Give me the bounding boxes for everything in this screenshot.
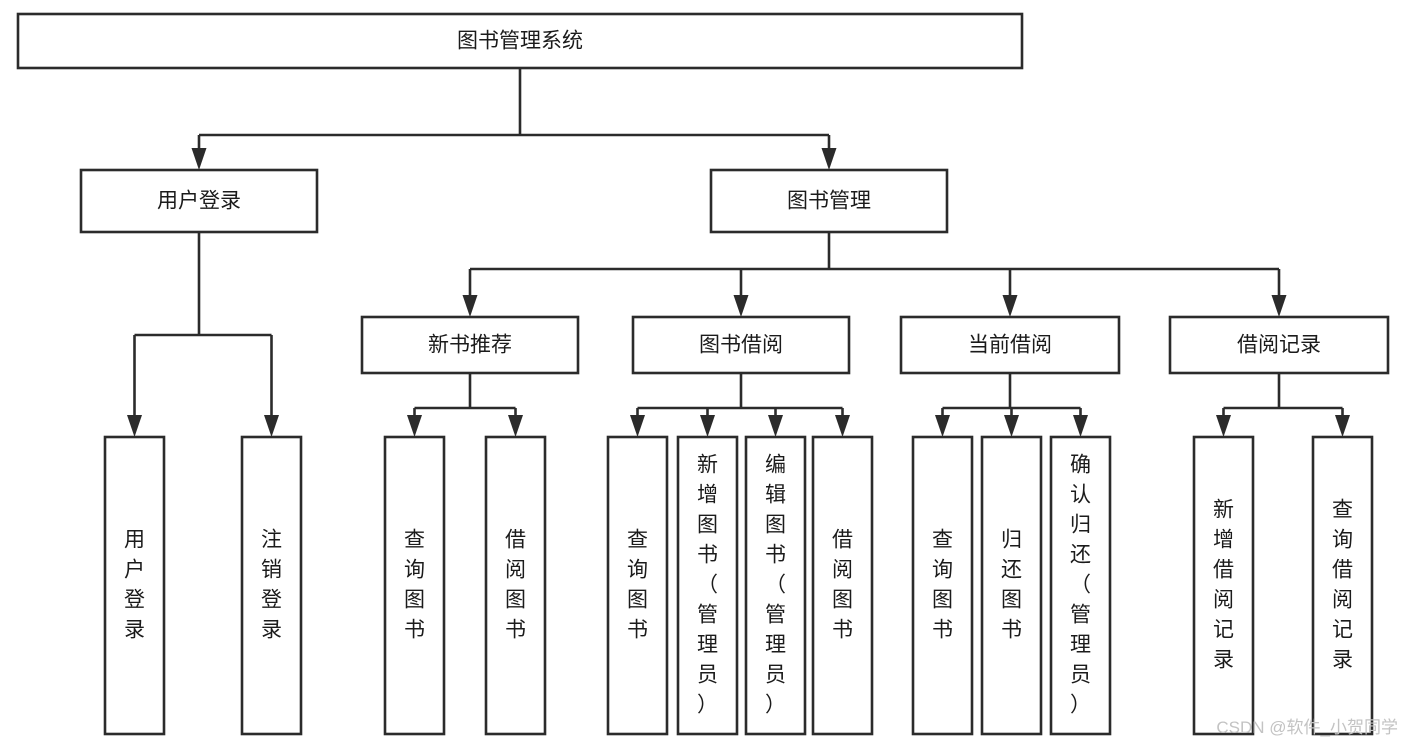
connector-record-to-leaves [1216, 373, 1350, 437]
node-label-leaf-query-book-borrow: 查询图书 [627, 528, 648, 641]
arrow-head-icon [1216, 415, 1231, 437]
arrow-head-icon [768, 415, 783, 437]
node-box-user-login[interactable] [79, 168, 319, 234]
node-leaf-borrow-book[interactable]: 借阅图书 [811, 435, 874, 736]
node-label-leaf-confirm-return-admin: 确认归还（管理员） [1070, 453, 1091, 716]
node-label-book-borrow: 图书借阅 [699, 334, 783, 357]
node-book-manage[interactable]: 图书管理 [709, 168, 949, 234]
csdn-watermark: CSDN @软件_小贺同学 [1216, 718, 1398, 737]
node-box-leaf-add-borrow-record[interactable] [1192, 435, 1255, 736]
node-box-root[interactable] [16, 12, 1024, 70]
node-leaf-borrow-book-recommend[interactable]: 借阅图书 [484, 435, 547, 736]
node-box-leaf-confirm-return-admin[interactable] [1049, 435, 1112, 736]
node-root[interactable]: 图书管理系统 [16, 12, 1024, 70]
node-label-borrow-record: 借阅记录 [1237, 334, 1321, 357]
node-box-leaf-borrow-book[interactable] [811, 435, 874, 736]
node-box-leaf-query-book-recommend[interactable] [383, 435, 446, 736]
node-label-leaf-logout: 注销登录 [261, 528, 282, 641]
node-label-leaf-query-book-current: 查询图书 [932, 528, 953, 641]
node-box-book-borrow[interactable] [631, 315, 851, 375]
node-label-new-book-recommend: 新书推荐 [428, 334, 512, 357]
node-current-borrow[interactable]: 当前借阅 [899, 315, 1121, 375]
arrow-head-icon [191, 148, 207, 170]
node-label-user-login: 用户登录 [157, 190, 241, 213]
node-label-leaf-borrow-book-recommend: 借阅图书 [505, 528, 526, 641]
arrow-head-icon [508, 415, 523, 437]
arrow-head-icon [935, 415, 950, 437]
arrow-head-icon [1073, 415, 1088, 437]
node-label-leaf-query-borrow-record: 查询借阅记录 [1332, 498, 1353, 671]
connector-borrow-to-leaves [630, 373, 850, 437]
node-box-leaf-query-borrow-record[interactable] [1311, 435, 1374, 736]
node-user-login[interactable]: 用户登录 [79, 168, 319, 234]
arrow-head-icon [733, 295, 749, 317]
node-leaf-add-borrow-record[interactable]: 新增借阅记录 [1192, 435, 1255, 736]
nodes-layer: 图书管理系统用户登录图书管理新书推荐图书借阅当前借阅借阅记录用户登录注销登录查询… [16, 12, 1390, 736]
connector-root-to-level2 [191, 68, 837, 170]
arrow-head-icon [835, 415, 850, 437]
node-box-borrow-record[interactable] [1168, 315, 1390, 375]
node-leaf-query-book-borrow[interactable]: 查询图书 [606, 435, 669, 736]
node-label-current-borrow: 当前借阅 [968, 334, 1052, 357]
node-leaf-query-borrow-record[interactable]: 查询借阅记录 [1311, 435, 1374, 736]
node-book-borrow[interactable]: 图书借阅 [631, 315, 851, 375]
node-box-leaf-user-login[interactable] [103, 435, 166, 736]
node-label-leaf-return-book: 归还图书 [1001, 528, 1022, 641]
connectors-layer [127, 68, 1350, 437]
arrow-head-icon [1271, 295, 1287, 317]
arrow-head-icon [1335, 415, 1350, 437]
node-box-book-manage[interactable] [709, 168, 949, 234]
node-leaf-query-book-current[interactable]: 查询图书 [911, 435, 974, 736]
connector-bookmanage-to-level3 [462, 232, 1287, 317]
node-label-leaf-query-book-recommend: 查询图书 [404, 528, 425, 641]
node-label-leaf-add-book-admin: 新增图书（管理员） [697, 453, 718, 716]
node-label-root: 图书管理系统 [457, 30, 583, 53]
node-leaf-confirm-return-admin[interactable]: 确认归还（管理员） [1049, 435, 1112, 736]
connector-recommend-to-leaves [407, 373, 523, 437]
connector-current-to-leaves [935, 373, 1088, 437]
node-label-leaf-edit-book-admin: 编辑图书（管理员） [765, 453, 786, 716]
node-label-leaf-user-login: 用户登录 [124, 528, 145, 641]
node-box-leaf-borrow-book-recommend[interactable] [484, 435, 547, 736]
node-leaf-query-book-recommend[interactable]: 查询图书 [383, 435, 446, 736]
node-borrow-record[interactable]: 借阅记录 [1168, 315, 1390, 375]
connector-userlogin-to-leaves [127, 232, 279, 437]
arrow-head-icon [127, 415, 142, 437]
node-leaf-return-book[interactable]: 归还图书 [980, 435, 1043, 736]
node-box-leaf-edit-book-admin[interactable] [744, 435, 807, 736]
node-box-leaf-logout[interactable] [240, 435, 303, 736]
node-label-book-manage: 图书管理 [787, 190, 871, 213]
arrow-head-icon [1004, 415, 1019, 437]
arrow-head-icon [630, 415, 645, 437]
node-leaf-user-login[interactable]: 用户登录 [103, 435, 166, 736]
arrow-head-icon [407, 415, 422, 437]
node-box-leaf-query-book-borrow[interactable] [606, 435, 669, 736]
node-label-leaf-add-borrow-record: 新增借阅记录 [1213, 498, 1234, 671]
node-label-leaf-borrow-book: 借阅图书 [832, 528, 853, 641]
arrow-head-icon [462, 295, 478, 317]
arrow-head-icon [1002, 295, 1018, 317]
node-leaf-edit-book-admin[interactable]: 编辑图书（管理员） [744, 435, 807, 736]
node-leaf-add-book-admin[interactable]: 新增图书（管理员） [676, 435, 739, 736]
node-box-leaf-add-book-admin[interactable] [676, 435, 739, 736]
arrow-head-icon [700, 415, 715, 437]
node-box-new-book-recommend[interactable] [360, 315, 580, 375]
node-box-current-borrow[interactable] [899, 315, 1121, 375]
node-new-book-recommend[interactable]: 新书推荐 [360, 315, 580, 375]
node-leaf-logout[interactable]: 注销登录 [240, 435, 303, 736]
arrow-head-icon [821, 148, 837, 170]
node-box-leaf-return-book[interactable] [980, 435, 1043, 736]
node-box-leaf-query-book-current[interactable] [911, 435, 974, 736]
arrow-head-icon [264, 415, 279, 437]
